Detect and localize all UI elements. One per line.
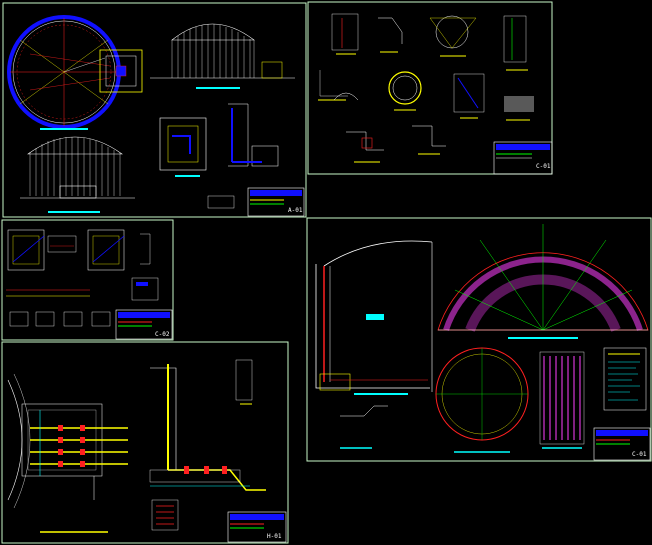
- detail-grid: [318, 13, 534, 163]
- title-block-c: C-02: [115, 309, 173, 340]
- tank-elevation-upper: [150, 23, 295, 89]
- sheet-b-frame: [307, 1, 553, 175]
- sheet-c-code: C-02: [155, 331, 170, 338]
- title-block-b: C-01: [493, 141, 553, 175]
- sheet-d-frame: [306, 217, 652, 462]
- sheet-e[interactable]: H-01: [1, 341, 289, 544]
- sheet-b-code: C-01: [536, 163, 551, 170]
- valve-chamber-detail: [159, 103, 279, 177]
- sheet-a-frame: [2, 2, 307, 218]
- sheet-b[interactable]: C-01: [307, 1, 553, 175]
- sheet-d-code: C-01: [632, 451, 647, 458]
- sheet-c-frame: [1, 219, 174, 341]
- rebar-schedule-chart: [539, 351, 585, 449]
- legend-box: [207, 195, 235, 209]
- sheet-d[interactable]: C-01: [306, 217, 652, 462]
- wall-section: [315, 240, 433, 449]
- sheet-a-code: A-01: [288, 207, 303, 214]
- base-slab-plan: [435, 347, 529, 453]
- notes-box: [603, 347, 647, 411]
- sheet-e-frame: [1, 341, 289, 544]
- sheet-a[interactable]: A-01: [2, 2, 307, 218]
- piping-plan: [7, 373, 128, 533]
- title-block-e: H-01: [227, 511, 287, 543]
- sheet-e-code: H-01: [267, 533, 282, 540]
- tank-plan-view: [7, 15, 143, 130]
- sheet-c[interactable]: C-02: [1, 219, 174, 341]
- dome-reinforcement-plan: [437, 224, 649, 339]
- foundation-details: [6, 229, 159, 327]
- title-block-d: C-01: [593, 427, 651, 461]
- title-block-a: A-01: [247, 187, 305, 217]
- piping-elevation: [149, 359, 266, 531]
- tank-elevation-lower: [20, 136, 135, 213]
